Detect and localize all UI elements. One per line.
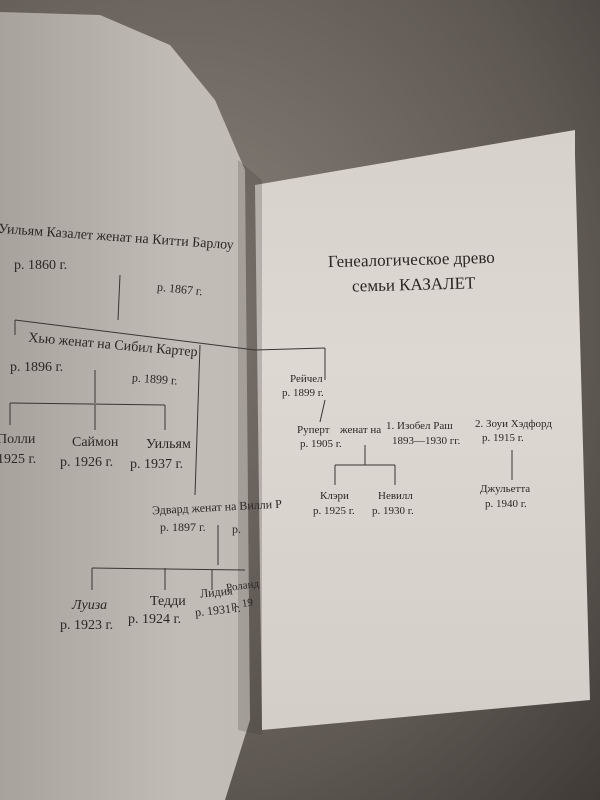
child-birth: р. 1923 г. (60, 618, 114, 633)
child-name: Джульетта (480, 483, 531, 495)
wife1-name: 1. Изобел Раш (386, 420, 453, 432)
tree-line (254, 347, 326, 351)
edward-birth: р. 1897 г. (160, 520, 206, 534)
child-name: Полли (0, 432, 36, 447)
wife2-name: 2. Зоуи Хэдфорд (475, 418, 552, 430)
tree-title-line2: семьи КАЗАЛЕТ (351, 273, 476, 296)
child-birth: р. 1926 г. (60, 455, 114, 470)
rupert-birth: р. 1905 г. (300, 438, 342, 450)
wife2-birth: р. 1915 г. (482, 432, 524, 444)
hugh-birth: р. 1896 г. (10, 360, 64, 375)
child-birth: р. 1924 г. (128, 612, 182, 627)
child-name: Луиза (72, 598, 108, 613)
wife1-years: 1893—1930 гг. (392, 435, 461, 447)
tree-line (91, 567, 246, 571)
child-birth: р. 1925 г. (313, 505, 355, 517)
child-name: Тедди (150, 594, 186, 609)
rachel-name: Рейчел (290, 373, 323, 385)
child-birth: р. 1930 г. (372, 505, 414, 517)
tree-line (14, 319, 256, 351)
child-birth: р. 1940 г. (485, 498, 527, 510)
rupert-name: Руперт (297, 424, 330, 436)
sybil-birth: р. 1899 г. (131, 370, 179, 388)
child-name: Уильям (146, 437, 191, 452)
tree-line (117, 274, 121, 321)
rupert-married: женат на (340, 424, 382, 436)
tree-line (9, 402, 166, 406)
tree-line (194, 344, 201, 496)
villy-birth: р. (232, 522, 241, 536)
child-name: Невилл (378, 490, 413, 502)
child-birth: р. 1937 г. (130, 457, 184, 472)
child-name: Саймон (72, 435, 119, 450)
child-name: Клэри (320, 490, 349, 502)
tree-line (319, 399, 326, 423)
child-birth: 1925 г. (0, 452, 37, 467)
gen1-his-birth: р. 1860 г. (14, 258, 68, 273)
rachel-birth: р. 1899 г. (282, 387, 324, 399)
